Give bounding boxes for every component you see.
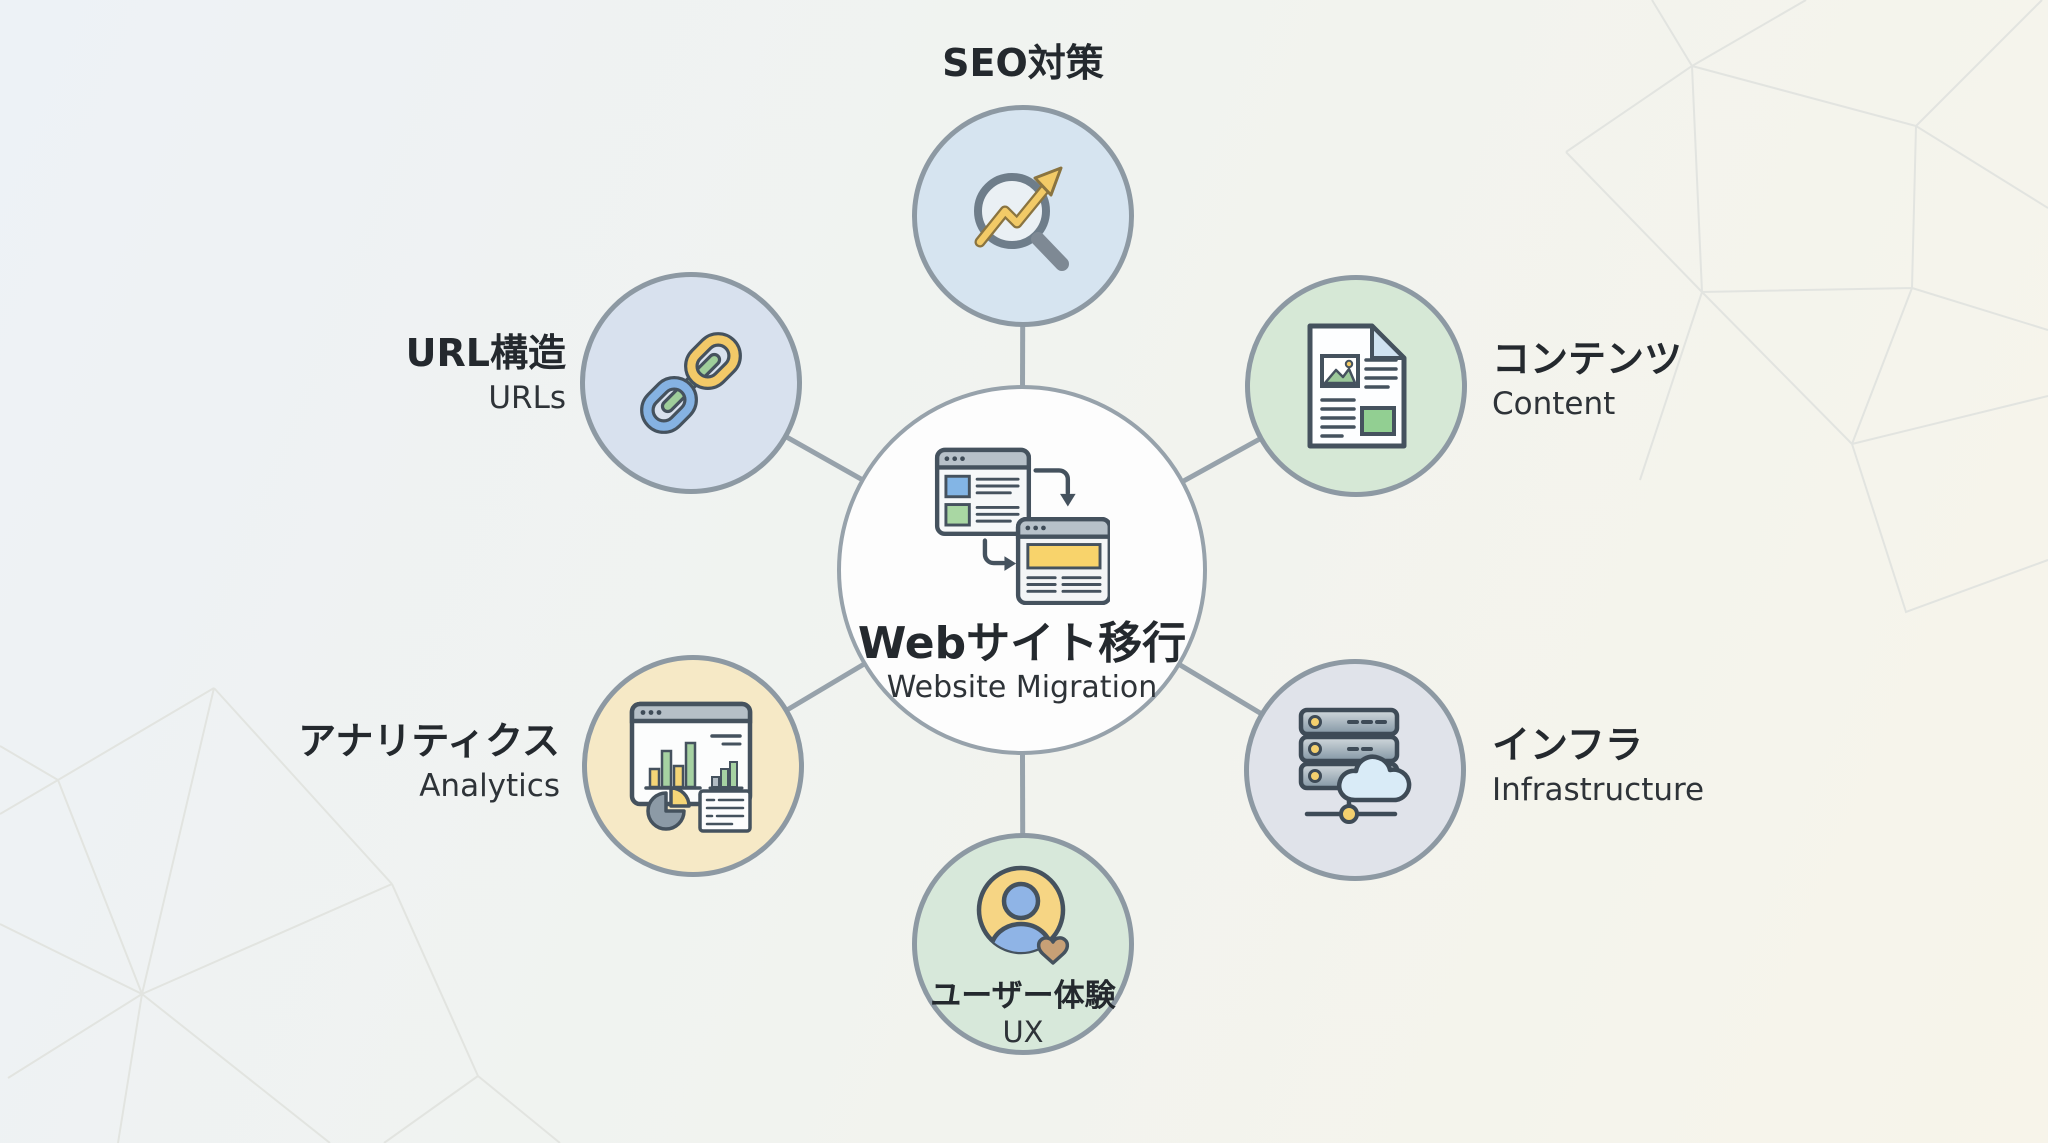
- node-analytics-circle: [582, 655, 804, 877]
- node-content-label: コンテンツ Content: [1492, 337, 1683, 422]
- node-urls-circle: [580, 272, 802, 494]
- node-ux-label-en: UX: [1002, 1015, 1044, 1050]
- mesh-top-right: [1565, 0, 2048, 614]
- node-center-circle: Webサイト移行 Website Migration: [837, 385, 1207, 755]
- chain-link-icon: [640, 332, 742, 434]
- user-heart-icon: [976, 865, 1070, 965]
- node-infrastructure-circle: [1244, 659, 1466, 881]
- node-ux-label-ja: ユーザー体験: [930, 978, 1116, 1014]
- node-infrastructure-label: インフラ Infrastructure: [1492, 723, 1705, 808]
- document-icon: [1307, 323, 1407, 449]
- node-content-circle: [1245, 275, 1467, 497]
- magnifier-trend-icon: [974, 166, 1069, 271]
- node-seo-circle: [912, 105, 1134, 327]
- analytics-dashboard-icon: [629, 701, 753, 833]
- node-seo-label: SEO対策: [942, 41, 1104, 85]
- mesh-bottom-left: [0, 687, 561, 1143]
- node-analytics-label: アナリティクス Analytics: [298, 719, 560, 804]
- server-cloud-icon: [1298, 707, 1412, 824]
- website-migration-icon: [934, 447, 1110, 605]
- node-urls-label: URL構造 URLs: [405, 331, 566, 416]
- center-title: Webサイト移行: [857, 618, 1187, 669]
- node-ux-circle: ユーザー体験 UX: [912, 833, 1134, 1055]
- center-subtitle: Website Migration: [886, 669, 1158, 705]
